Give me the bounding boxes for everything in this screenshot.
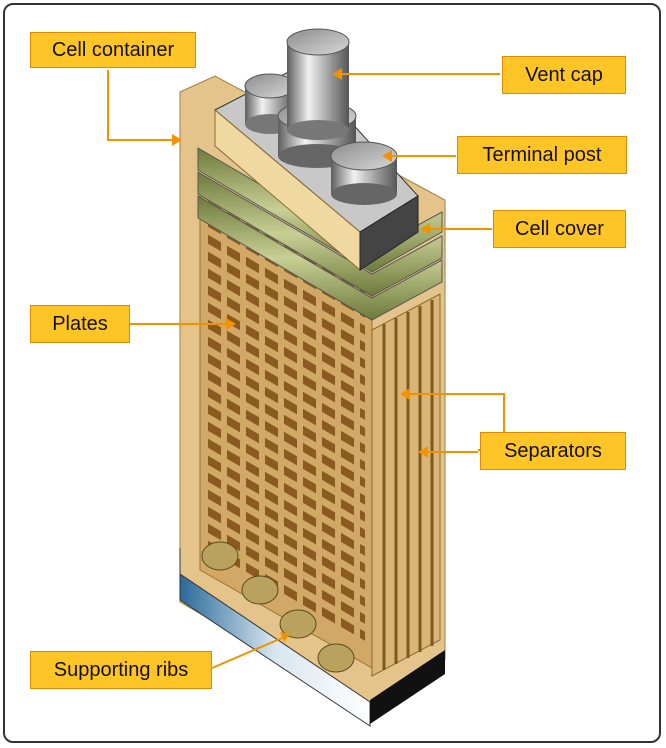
label-cell-container: Cell container — [30, 32, 196, 68]
label-supporting-ribs: Supporting ribs — [30, 651, 212, 689]
label-vent-cap: Vent cap — [502, 56, 626, 94]
terminal-posts — [244, 28, 398, 205]
leader-lines — [107, 70, 505, 669]
label-terminal-post: Terminal post — [457, 136, 627, 174]
label-plates: Plates — [30, 305, 130, 343]
supporting-ribs-group — [201, 541, 355, 673]
leader-arrowheads — [172, 68, 430, 642]
label-cell-cover: Cell cover — [493, 210, 626, 248]
label-separators: Separators — [480, 432, 626, 470]
separators-group — [371, 293, 441, 677]
